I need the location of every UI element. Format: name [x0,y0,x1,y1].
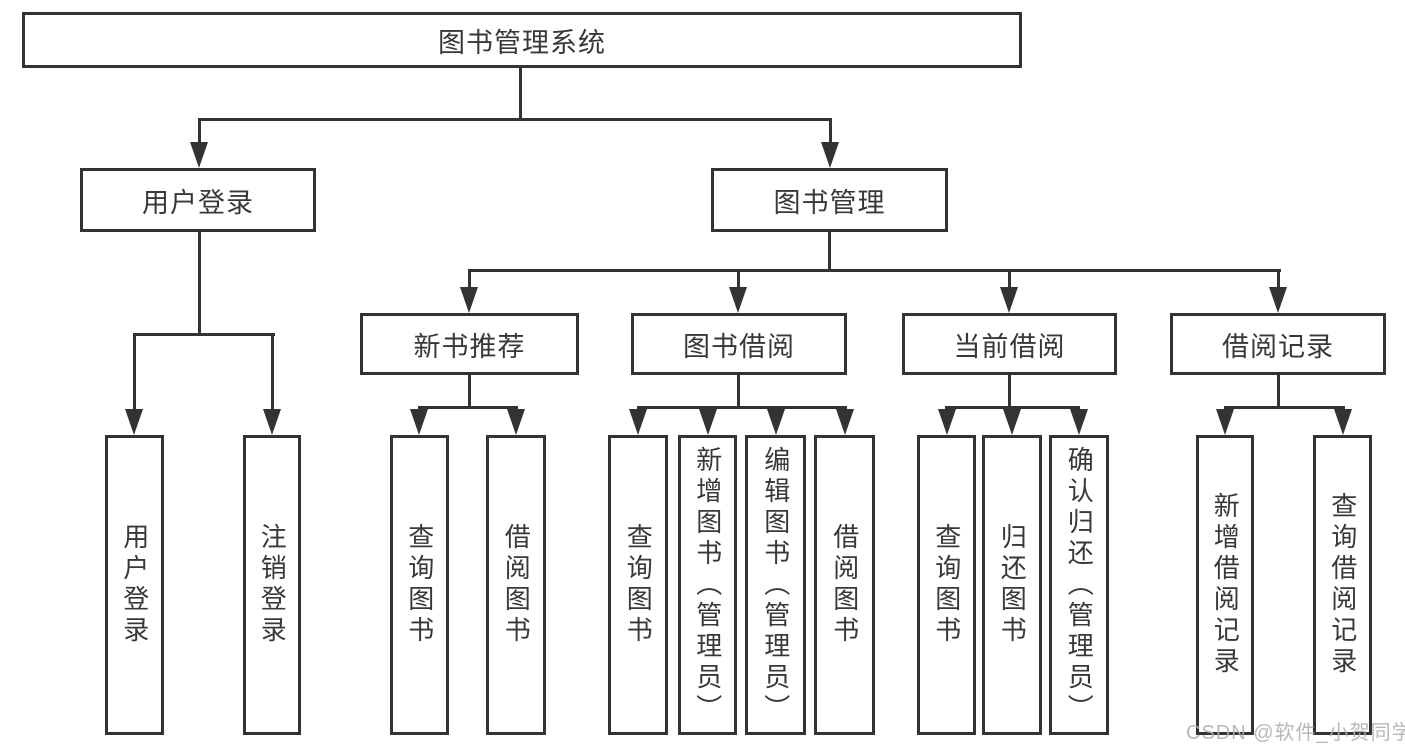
leaf-borrow-add-books-admin-label: 新增图书（管理员） [692,445,723,725]
node-borrow-records: 借阅记录 [1170,313,1386,375]
node-current-borrow-label: 当前借阅 [953,331,1066,362]
node-book-management-label: 图书管理 [773,187,886,218]
arrowhead-down-icon [1070,409,1088,435]
connector-line [737,375,740,409]
connector-line [418,406,518,409]
arrowhead-down-icon [190,142,208,168]
leaf-current-confirm-return-admin-label: 确认归还（管理员） [1064,445,1095,725]
connector-line [737,271,740,287]
leaf-recommend-borrow-books-label: 借阅图书 [501,523,532,647]
leaf-records-add-record-label: 新增借阅记录 [1210,492,1241,678]
arrowhead-down-icon [1000,287,1018,313]
node-root: 图书管理系统 [22,12,1022,68]
arrowhead-down-icon [125,409,143,435]
leaf-current-confirm-return-admin: 确认归还（管理员） [1049,435,1109,735]
arrowhead-down-icon [767,409,785,435]
arrowhead-down-icon [1269,287,1287,313]
arrowhead-down-icon [507,409,525,435]
leaf-borrow-borrow-books: 借阅图书 [814,435,875,735]
csdn-watermark: CSDN @软件_小贺同学 [1186,722,1405,744]
arrowhead-down-icon [821,142,839,168]
arrowhead-down-icon [836,409,854,435]
node-book-borrow: 图书借阅 [631,313,847,375]
node-new-book-recommend-label: 新书推荐 [413,331,526,362]
leaf-current-return-books-label: 归还图书 [997,523,1028,647]
connector-line [945,406,1080,409]
leaf-borrow-add-books-admin: 新增图书（管理员） [678,435,737,735]
leaf-borrow-edit-books-admin-label: 编辑图书（管理员） [760,445,791,725]
leaf-logout-label: 注销登录 [257,523,288,647]
connector-line [468,271,471,287]
connector-line [468,375,471,409]
connector-line [1008,271,1011,287]
connector-line [133,335,136,409]
node-user-login-label: 用户登录 [142,187,254,218]
node-borrow-records-label: 借阅记录 [1222,331,1334,362]
arrowhead-down-icon [460,287,478,313]
leaf-borrow-borrow-books-label: 借阅图书 [829,523,860,647]
leaf-records-query-record: 查询借阅记录 [1313,435,1372,735]
connector-line [829,120,832,142]
arrowhead-down-icon [938,409,956,435]
node-book-borrow-label: 图书借阅 [683,331,795,362]
connector-line [198,118,832,121]
connector-line [468,269,1281,272]
leaf-borrow-query-books-label: 查询图书 [623,523,654,647]
node-book-management: 图书管理 [711,168,948,232]
node-user-login: 用户登录 [80,168,316,232]
leaf-current-return-books: 归还图书 [982,435,1042,735]
connector-line [198,232,201,335]
leaf-records-query-record-label: 查询借阅记录 [1327,492,1358,678]
leaf-recommend-query-books-label: 查询图书 [404,523,435,647]
leaf-current-query-books-label: 查询图书 [931,523,962,647]
node-new-book-recommend: 新书推荐 [360,313,579,375]
connector-line [1277,271,1280,287]
connector-line [198,120,201,142]
arrowhead-down-icon [1334,409,1352,435]
arrowhead-down-icon [629,409,647,435]
arrowhead-down-icon [263,409,281,435]
connector-line [1277,375,1280,409]
leaf-user-login: 用户登录 [105,435,164,735]
node-root-label: 图书管理系统 [438,27,606,58]
connector-line [1224,406,1345,409]
connector-line [637,406,847,409]
connector-line [271,335,274,409]
leaf-borrow-query-books: 查询图书 [608,435,668,735]
connector-line [1008,375,1011,409]
arrowhead-down-icon [410,409,428,435]
leaf-user-login-label: 用户登录 [119,523,150,647]
arrowhead-down-icon [1003,409,1021,435]
arrowhead-down-icon [729,287,747,313]
leaf-recommend-borrow-books: 借阅图书 [486,435,546,735]
arrowhead-down-icon [1216,409,1234,435]
connector-line [133,333,275,336]
connector-line [519,67,522,120]
leaf-records-add-record: 新增借阅记录 [1196,435,1254,735]
leaf-recommend-query-books: 查询图书 [390,435,449,735]
node-current-borrow: 当前借阅 [902,313,1117,375]
arrowhead-down-icon [699,409,717,435]
leaf-current-query-books: 查询图书 [917,435,976,735]
connector-line [828,232,831,272]
leaf-logout: 注销登录 [243,435,301,735]
leaf-borrow-edit-books-admin: 编辑图书（管理员） [745,435,806,735]
